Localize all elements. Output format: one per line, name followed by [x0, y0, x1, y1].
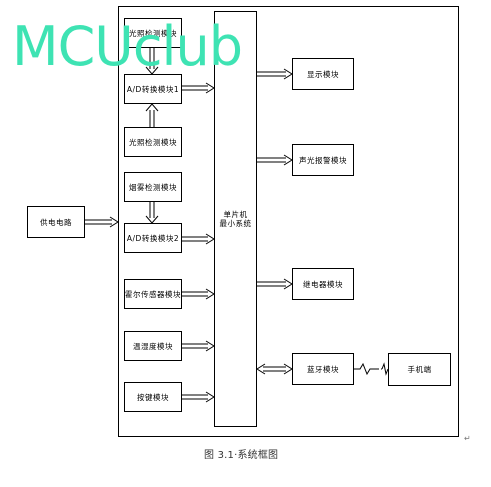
- temp-humidity-module: 温湿度模块: [124, 331, 182, 361]
- mcu-minimum-system: 单片机 最小系统: [214, 11, 257, 427]
- mcuclub-watermark: MCUclub: [12, 15, 243, 78]
- display-module: 显示模块: [292, 58, 354, 90]
- system-frame: [118, 6, 459, 437]
- power-supply-block: 供电电路: [27, 206, 85, 238]
- phone-block: 手机端: [388, 353, 451, 386]
- smoke-detect-module: 烟雾检测模块: [124, 172, 182, 202]
- paragraph-mark: ↵: [464, 434, 471, 443]
- alarm-module: 声光报警模块: [292, 144, 354, 176]
- figure-caption: 图 3.1·系统框图: [204, 450, 279, 461]
- hall-sensor-module: 霍尔传感器模块: [124, 279, 182, 309]
- mcu-label-line2: 最小系统: [219, 219, 252, 228]
- relay-module: 继电器模块: [292, 268, 354, 300]
- light-detect-module: 光照检测模块: [124, 127, 182, 157]
- mcu-label-line1: 单片机: [223, 210, 248, 219]
- ad-converter-1: A/D转换模块1: [124, 74, 182, 104]
- keys-module: 按键模块: [124, 382, 182, 412]
- arrows-left: [182, 82, 215, 403]
- top-detect-module: 光照检测模块: [124, 18, 182, 48]
- bluetooth-module: 蓝牙模块: [292, 353, 354, 385]
- ad-converter-2: A/D转换模块2: [124, 223, 182, 253]
